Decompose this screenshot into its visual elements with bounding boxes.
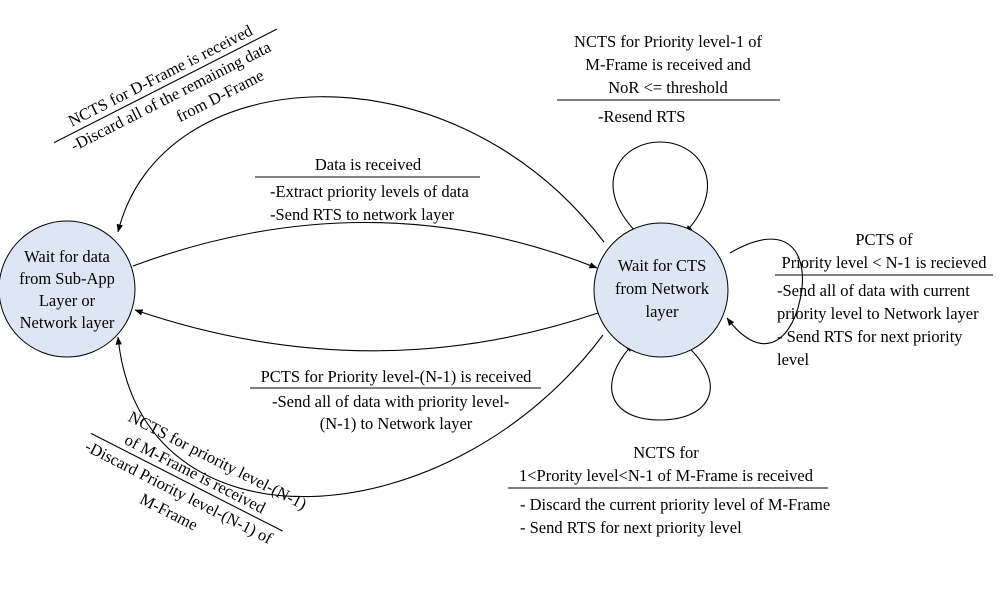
action-text: - Send RTS for next priority level xyxy=(520,518,742,537)
label-ncts-p1: NCTS for Priority level-1 of M-Frame is … xyxy=(557,32,780,126)
edge-self-loop-bottom xyxy=(611,343,711,421)
state-label-line: Network layer xyxy=(20,313,115,332)
edge-data-received xyxy=(132,221,598,269)
condition-divider xyxy=(90,432,283,532)
edge-self-loop-right xyxy=(726,238,803,345)
label-ncts-n1: NCTS for priority level-(N-1) of M-Frame… xyxy=(82,407,310,548)
action-text: (N-1) to Network layer xyxy=(320,414,473,433)
label-ncts-dframe: NCTS for D-Frame is received -Discard al… xyxy=(53,20,278,155)
state-label-line: Wait for CTS xyxy=(618,256,707,275)
label-ncts-mid: NCTS for 1<Prority level<N-1 of M-Frame … xyxy=(508,443,830,537)
condition-text: M-Frame is received and xyxy=(585,55,751,74)
condition-text: Priority level < N-1 is recieved xyxy=(782,253,988,272)
action-text: - Discard the current priority level of … xyxy=(520,495,830,514)
action-text: -Send all of data with current xyxy=(777,281,970,300)
condition-text: 1<Prority level<N-1 of M-Frame is receiv… xyxy=(519,466,814,485)
action-text: priority level to Network layer xyxy=(777,304,979,323)
condition-text: PCTS for Priority level-(N-1) is receive… xyxy=(261,367,533,386)
svg-text:layer: layer xyxy=(646,302,679,321)
edge-ncts-n1 xyxy=(115,334,604,498)
svg-text:Layer or: Layer or xyxy=(39,291,96,310)
condition-divider xyxy=(53,28,278,144)
action-text: -Send all of data with priority level- xyxy=(272,392,509,411)
condition-text: NCTS for Priority level-1 of xyxy=(574,32,762,51)
svg-text:Wait for CTS: Wait for CTS xyxy=(618,256,707,275)
condition-text: NCTS for xyxy=(633,443,699,462)
state-label-line: layer xyxy=(646,302,679,321)
edge-ncts-dframe xyxy=(116,96,605,243)
action-text: -Send RTS to network layer xyxy=(270,205,455,224)
label-pcts-n1: PCTS for Priority level-(N-1) is receive… xyxy=(250,367,541,433)
condition-text: Data is received xyxy=(315,155,422,174)
state-label-line: from Network xyxy=(615,279,710,298)
svg-text:from Network: from Network xyxy=(615,279,710,298)
state-wait-for-data[interactable]: Wait for data from Sub-App Layer or Netw… xyxy=(0,220,136,358)
svg-text:from Sub-App: from Sub-App xyxy=(19,269,115,288)
svg-text:Wait for data: Wait for data xyxy=(24,247,110,266)
state-wait-for-data-circle xyxy=(0,220,136,358)
edge-pcts-n1 xyxy=(134,309,599,352)
state-wait-for-cts[interactable]: Wait for CTS from Network layer xyxy=(593,222,729,358)
state-label-line: Layer or xyxy=(39,291,96,310)
condition-text: PCTS of xyxy=(855,230,913,249)
svg-text:Network layer: Network layer xyxy=(20,313,115,332)
state-wait-for-cts-circle xyxy=(593,222,729,358)
condition-text: NoR <= threshold xyxy=(608,78,728,97)
label-pcts-lt: PCTS of Priority level < N-1 is recieved… xyxy=(775,230,993,369)
action-text: -Extract priority levels of data xyxy=(270,182,470,201)
action-text: level xyxy=(777,350,809,369)
action-text: - Send RTS for next priority xyxy=(777,327,963,346)
label-data-received: Data is received -Extract priority level… xyxy=(255,155,480,224)
state-label-line: from Sub-App xyxy=(19,269,115,288)
state-label-line: Wait for data xyxy=(24,247,110,266)
edge-self-loop-top xyxy=(612,141,708,234)
action-text: -Resend RTS xyxy=(598,107,685,126)
